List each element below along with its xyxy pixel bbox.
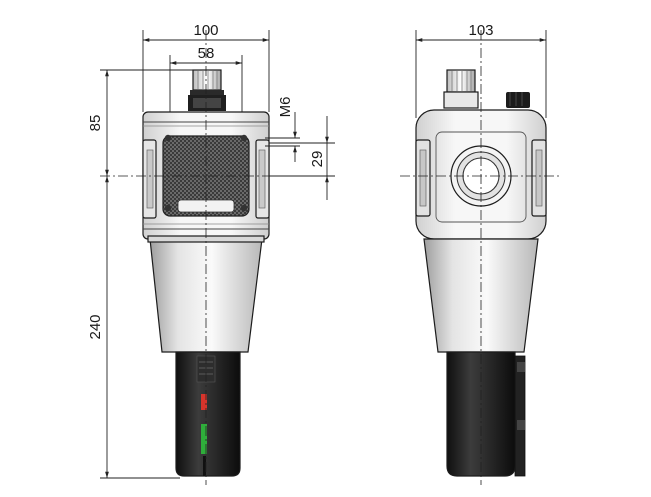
dimension-thread: M6	[265, 97, 300, 162]
front-bowl-guard	[175, 351, 241, 477]
adjust-knob-icon	[188, 69, 226, 111]
dimension-width-side: 103	[415, 22, 547, 118]
side-view	[400, 30, 560, 485]
side-bowl-guard	[446, 351, 526, 477]
side-adjust-knob-icon	[443, 69, 530, 109]
dimension-mount-spacing: 29	[269, 116, 335, 200]
dim-label-58: 58	[198, 45, 215, 62]
indicator-green-icon	[201, 424, 207, 454]
dim-label-85: 85	[87, 115, 104, 132]
dim-label-103: 103	[468, 22, 493, 39]
front-view	[100, 30, 300, 485]
dim-label-29: 29	[309, 151, 326, 168]
dimension-port-spacing: 58	[169, 45, 243, 112]
dimension-height-bottom: 240	[87, 176, 180, 479]
dimension-height-top: 85	[87, 69, 200, 176]
dim-label-100: 100	[193, 22, 218, 39]
dimension-width-front: 100	[142, 22, 270, 112]
dim-label-m6: M6	[277, 97, 294, 118]
indicator-red-icon	[201, 394, 207, 410]
dim-label-240: 240	[87, 314, 104, 339]
